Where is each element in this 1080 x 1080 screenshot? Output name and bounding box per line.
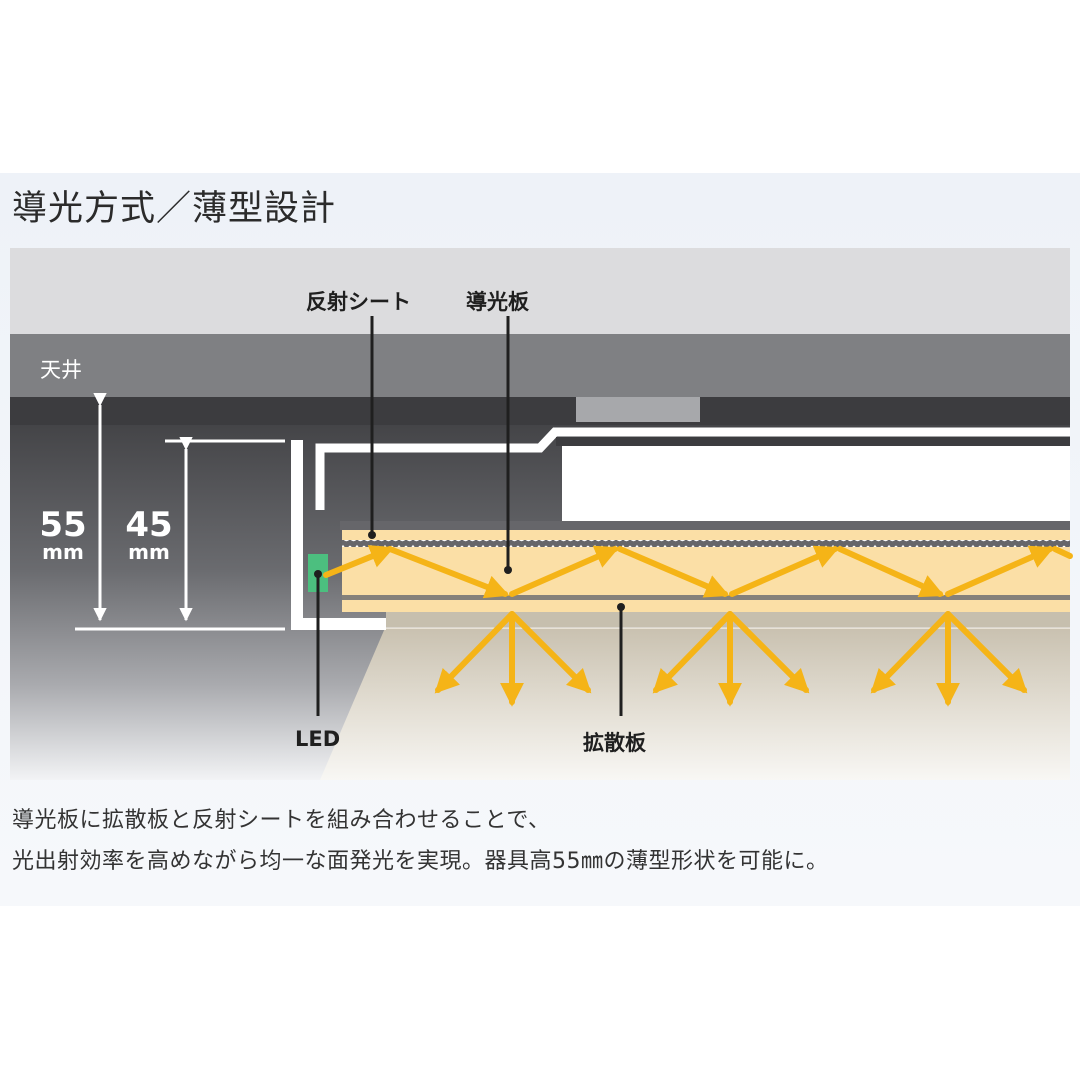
- dimension-lines: [75, 392, 285, 631]
- page-title: 導光方式／薄型設計: [12, 189, 337, 229]
- caption-line-1: 導光板に拡散板と反射シートを組み合わせることで、: [12, 808, 551, 833]
- emission-arrows: [434, 611, 1028, 707]
- leader-lines: [316, 316, 623, 716]
- reflective-sheet: [342, 530, 1070, 540]
- outer-height-unit: mm: [42, 540, 84, 564]
- housing-top: [315, 427, 1070, 510]
- inner-height-value: 45: [125, 505, 173, 545]
- illuminated-area: [320, 628, 1070, 780]
- ceiling-label: 天井: [40, 358, 82, 382]
- light-guide-plate-label: 導光板: [466, 290, 529, 314]
- mounting-block: [576, 397, 700, 422]
- caption-line-2: 光出射効率を高めながら均一な面発光を実現。器具高55㎜の薄型形状を可能に。: [12, 849, 829, 874]
- outer-height-value: 55: [39, 505, 87, 545]
- power-unit: [562, 446, 1070, 521]
- diffuser-plate: [342, 600, 1070, 612]
- ceiling-top-band: [10, 248, 1070, 334]
- ceiling-band: [10, 334, 1070, 397]
- diffuser-plate-label: 拡散板: [583, 731, 646, 755]
- reflective-sheet-label: 反射シート: [306, 290, 411, 314]
- inner-height-unit: mm: [128, 540, 170, 564]
- housing-frame: [291, 440, 386, 630]
- led-label: LED: [295, 727, 341, 751]
